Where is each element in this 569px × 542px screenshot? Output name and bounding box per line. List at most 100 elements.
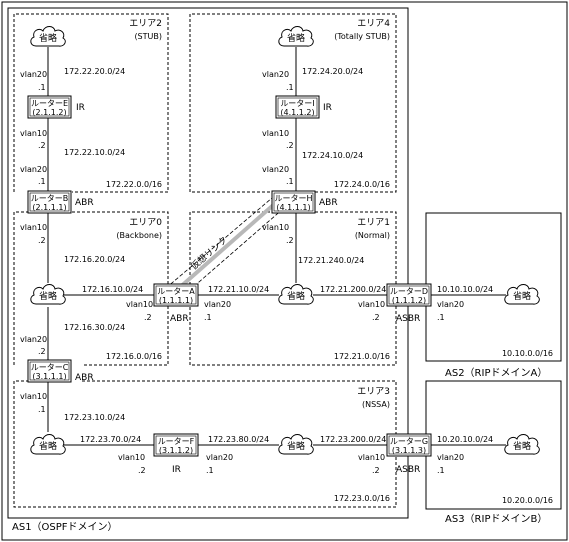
area3-title: エリア3 <box>357 387 390 397</box>
link-label: vlan10 <box>20 223 47 232</box>
area1-title: エリア1 <box>357 218 390 228</box>
link-label: 10.20.10.0/24 <box>437 435 493 444</box>
svg-text:(4.1.1.1): (4.1.1.1) <box>276 203 310 212</box>
cloud-area3-left: 省略 <box>30 434 66 455</box>
router-b: ルーターB (2.1.1.1) ABR <box>27 190 94 214</box>
router-c: ルーターC (3.1.1.1) ABR <box>27 359 94 383</box>
link-label: .1 <box>286 177 294 186</box>
router-role: ABR <box>170 314 189 324</box>
router-f: ルーターF (3.1.1.2) IR <box>153 433 199 475</box>
svg-text:ルーターD: ルーターD <box>390 287 428 296</box>
link-label: vlan20 <box>20 165 47 174</box>
as1-boundary <box>7 7 409 519</box>
link-label: vlan20 <box>206 453 233 462</box>
link-label: vlan10 <box>262 129 289 138</box>
cloud-label: 省略 <box>513 290 531 302</box>
link-label: 172.16.10.0/24 <box>82 285 143 294</box>
link-label: 172.16.20.0/24 <box>64 255 125 264</box>
link-label: 172.24.10.0/24 <box>302 151 363 160</box>
svg-text:(3.1.1.3): (3.1.1.3) <box>392 446 426 455</box>
link-label: .1 <box>38 177 46 186</box>
area4-type: (Totally STUB) <box>334 32 390 41</box>
virtual-link-label: 仮想リンク <box>188 234 230 273</box>
area3-net: 172.23.0.0/16 <box>334 494 390 503</box>
router-role: IR <box>172 465 181 475</box>
link-label: .2 <box>144 313 152 322</box>
link-label: 172.23.80.0/24 <box>208 435 269 444</box>
link-label: vlan20 <box>437 453 464 462</box>
svg-text:ルーターH: ルーターH <box>274 194 312 203</box>
as3-net: 10.20.0.0/16 <box>502 496 553 505</box>
link-label: vlan10 <box>358 300 385 309</box>
link-label: .2 <box>38 141 46 150</box>
link-label: 172.23.200.0/24 <box>320 435 386 444</box>
link-label: vlan20 <box>20 335 47 344</box>
link-label: vlan10 <box>126 300 153 309</box>
cloud-label: 省略 <box>287 440 305 452</box>
link-label: 172.23.10.0/24 <box>64 413 125 422</box>
link-label: .1 <box>38 83 46 92</box>
router-g: ルーターG (3.1.1.3) ASBR <box>386 433 432 475</box>
svg-text:(2.1.1.1): (2.1.1.1) <box>32 203 66 212</box>
area4-title: エリア4 <box>357 19 390 29</box>
router-e: ルーターE (2.1.1.2) IR <box>27 95 85 119</box>
link-label: .1 <box>437 466 445 475</box>
svg-text:(2.1.1.2): (2.1.1.2) <box>32 108 66 117</box>
link-label: 172.21.10.0/24 <box>208 285 269 294</box>
area2-title: エリア2 <box>129 19 162 29</box>
svg-text:(3.1.1.2): (3.1.1.2) <box>159 446 193 455</box>
link-label: 172.16.30.0/24 <box>64 323 125 332</box>
as2-net: 10.10.0.0/16 <box>502 349 553 358</box>
area1-type: (Normal) <box>355 231 390 240</box>
link-label: .1 <box>206 466 214 475</box>
link-labels: vlan20 .1 172.22.20.0/24 vlan10 .2 172.2… <box>20 67 493 475</box>
cloud-label: 省略 <box>39 32 57 44</box>
link-label: .1 <box>204 313 212 322</box>
router-i: ルーターI (4.1.1.2) IR <box>275 95 332 119</box>
router-role: IR <box>76 103 85 113</box>
link-label: .1 <box>437 313 445 322</box>
link-label: vlan10 <box>358 453 385 462</box>
area4-net: 172.24.0.0/16 <box>334 180 390 189</box>
link-label: vlan20 <box>262 165 289 174</box>
link-label: 172.22.20.0/24 <box>64 67 125 76</box>
cloud-label: 省略 <box>287 290 305 302</box>
link-label: .2 <box>286 141 294 150</box>
area2-net: 172.22.0.0/16 <box>106 180 162 189</box>
link-label: 172.23.70.0/24 <box>80 435 141 444</box>
area3-boundary <box>13 380 397 508</box>
svg-text:(3.1.1.1): (3.1.1.1) <box>32 372 66 381</box>
svg-text:(1.1.1.2): (1.1.1.2) <box>392 296 426 305</box>
cloud-label: 省略 <box>39 440 57 452</box>
link-label: .1 <box>286 83 294 92</box>
link-label: 10.10.10.0/24 <box>437 285 493 294</box>
cloud-area3-mid: 省略 <box>278 434 314 455</box>
area0-type: (Backbone) <box>116 231 162 240</box>
svg-text:ルーターF: ルーターF <box>158 437 195 446</box>
svg-text:ルーターI: ルーターI <box>280 99 314 108</box>
router-role: IR <box>323 103 332 113</box>
router-role: ASBR <box>396 465 420 475</box>
area4-boundary <box>189 13 397 193</box>
router-role: ABR <box>75 198 94 208</box>
router-role: ABR <box>319 198 338 208</box>
link-label: .1 <box>38 405 46 414</box>
router-role: ASBR <box>396 314 420 324</box>
link-label: .2 <box>38 236 46 245</box>
svg-text:(1.1.1.1): (1.1.1.1) <box>159 296 193 305</box>
link-label: .2 <box>286 236 294 245</box>
area1-net: 172.21.0.0/16 <box>334 352 390 361</box>
link-label: .2 <box>372 313 380 322</box>
link-label: .2 <box>372 466 380 475</box>
router-a: ルーターA (1.1.1.1) ABR <box>153 283 199 324</box>
svg-text:ルーターA: ルーターA <box>157 287 195 296</box>
link-label: 172.21.200.0/24 <box>320 285 386 294</box>
cloud-area1: 省略 <box>278 284 314 305</box>
cloud-label: 省略 <box>513 440 531 452</box>
link-label: 172.22.10.0/24 <box>64 148 125 157</box>
cloud-area0: 省略 <box>30 284 66 305</box>
svg-text:ルーターC: ルーターC <box>31 363 69 372</box>
cloud-as2: 省略 <box>504 284 540 305</box>
